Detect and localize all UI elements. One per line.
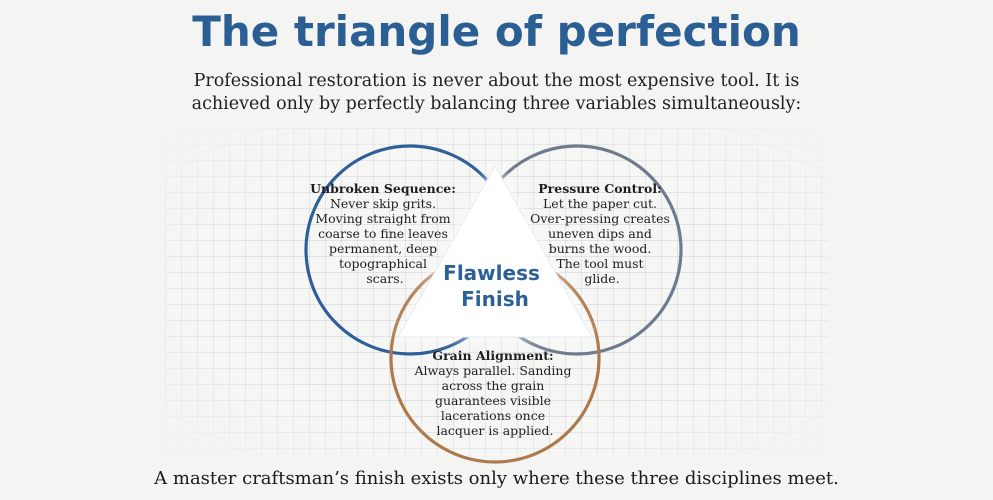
unbroken-sequence-line: Never skip grits.: [330, 196, 436, 211]
center-label-line-2: Finish: [461, 287, 529, 311]
grain-alignment-heading: Grain Alignment:: [432, 348, 553, 363]
unbroken-sequence-line: permanent, deep: [329, 241, 437, 256]
grain-alignment-line: lacerations once: [441, 408, 545, 423]
subtitle-line-1: Professional restoration is never about …: [193, 71, 800, 91]
pressure-control-line: uneven dips and: [548, 226, 652, 241]
grain-alignment-line: lacquer is applied.: [436, 423, 553, 438]
subtitle-line-2: achieved only by perfectly balancing thr…: [191, 94, 802, 114]
subtitle: Professional restoration is never about …: [0, 70, 993, 116]
grain-alignment-line: guarantees visible: [435, 393, 551, 408]
page-title: The triangle of perfection: [192, 7, 801, 56]
grain-alignment-line: Always parallel. Sanding: [414, 363, 572, 378]
footer-text: A master craftsman’s finish exists only …: [154, 468, 839, 489]
grain-alignment-line: across the grain: [442, 378, 545, 393]
unbroken-sequence-line: Moving straight from: [315, 211, 450, 226]
center-label: Flawless Finish: [443, 261, 547, 311]
pressure-control-line: burns the wood.: [549, 241, 652, 256]
unbroken-sequence-text: Unbroken Sequence: Never skip grits. Mov…: [310, 181, 460, 286]
pressure-control-line: Let the paper cut.: [543, 196, 657, 211]
center-triangle: [397, 164, 593, 338]
pressure-control-heading: Pressure Control:: [538, 181, 661, 196]
grain-alignment-text: Grain Alignment: Always parallel. Sandin…: [414, 348, 576, 438]
unbroken-sequence-heading: Unbroken Sequence:: [310, 181, 456, 196]
pressure-control-line: glide.: [584, 271, 619, 286]
unbroken-sequence-line: scars.: [366, 271, 403, 286]
pressure-control-text: Pressure Control: Let the paper cut. Ove…: [530, 181, 674, 286]
center-label-line-1: Flawless: [443, 261, 540, 285]
unbroken-sequence-line: coarse to fine leaves: [318, 226, 448, 241]
unbroken-sequence-line: topographical: [339, 256, 427, 271]
pressure-control-line: The tool must: [556, 256, 643, 271]
pressure-control-line: Over-pressing creates: [530, 211, 670, 226]
